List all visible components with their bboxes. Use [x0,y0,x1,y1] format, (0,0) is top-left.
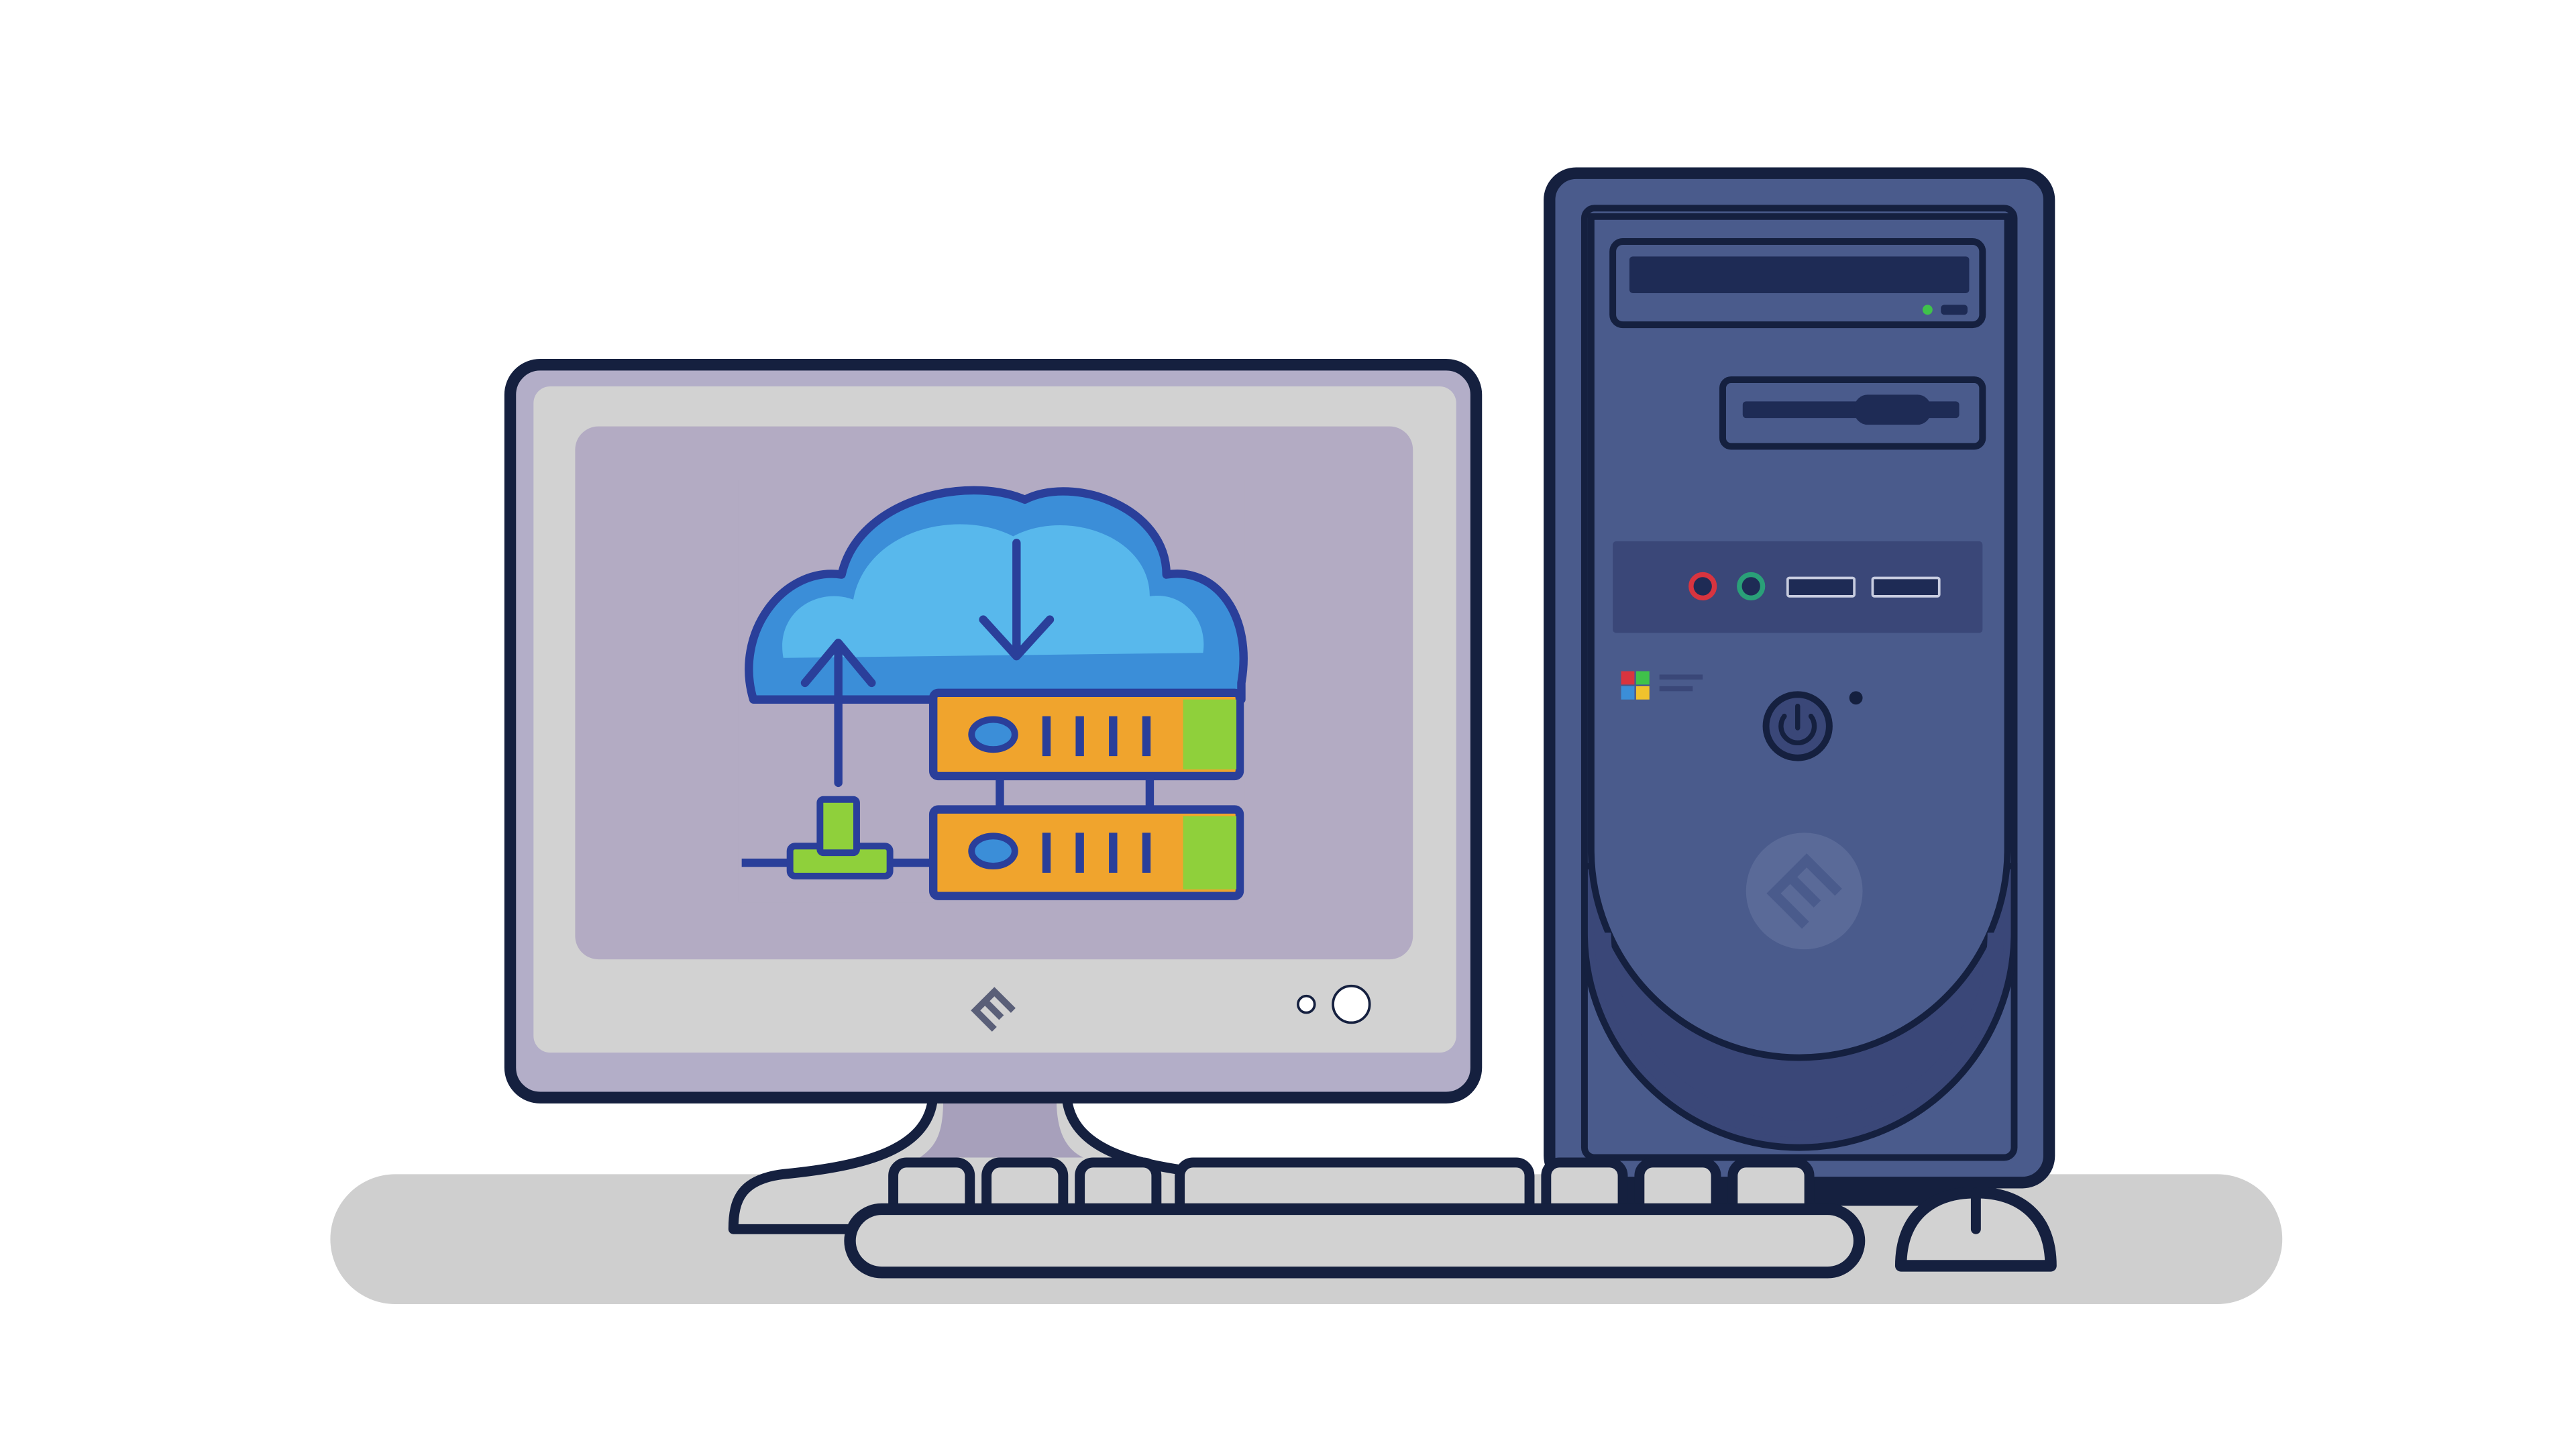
monitor-small-button[interactable] [1297,994,1316,1014]
mouse[interactable] [1894,1186,2057,1272]
pc-tower [1544,167,2055,1206]
usb-port-2[interactable] [1871,576,1941,598]
cloud-icon [745,486,1248,704]
power-icon [1778,703,1817,745]
tower-brand-logo [1746,833,1863,950]
drive-led-green [1922,305,1933,315]
arrow-down-icon [979,539,1055,661]
optical-drive-slot [1629,256,1970,293]
tower-door-curve [1594,932,2004,1138]
monitor-power-button[interactable] [1332,984,1371,1024]
keyboard [844,1157,1866,1279]
usb-port-1[interactable] [1786,576,1856,598]
audio-jack-green-icon[interactable] [1737,572,1766,601]
stand-neck-shade [920,1099,1083,1158]
audio-jack-red-icon[interactable] [1688,572,1717,601]
optical-drive-bay[interactable] [1609,238,1986,329]
power-button[interactable] [1762,691,1833,761]
front-io-panel [1613,541,1983,633]
windows-logo-icon [1621,671,1703,700]
power-led [1849,691,1863,705]
floppy-latch [1854,394,1931,425]
cloud-server-sync-icon [738,480,1248,903]
eject-button[interactable] [1941,305,1968,315]
floppy-drive-bay[interactable] [1719,376,1986,450]
network-connector-icon [741,796,934,879]
brand-e-logo-icon [971,987,1016,1032]
arrow-up-icon [800,639,876,788]
brand-e-logo-icon [1766,853,1842,929]
keyboard-base [844,1203,1866,1279]
server-unit-2 [928,805,1244,900]
server-unit-1 [928,688,1244,781]
